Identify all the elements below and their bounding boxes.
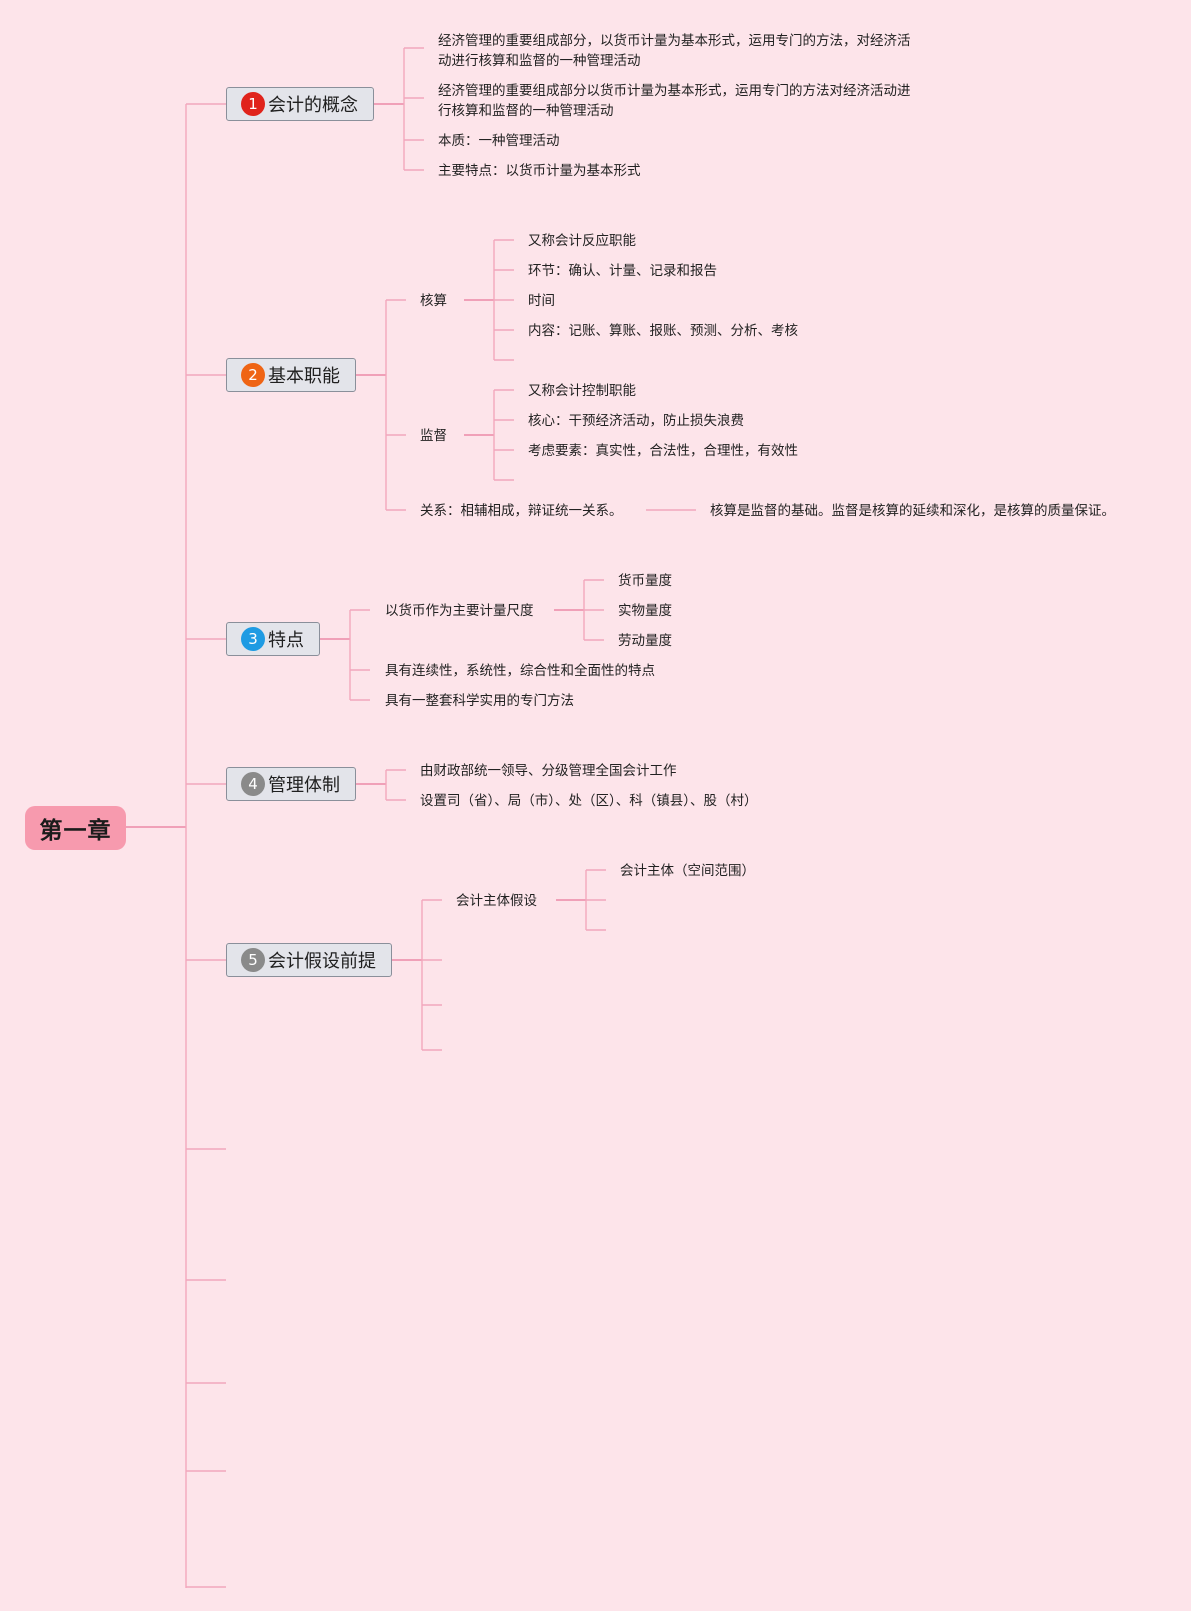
topic-label: 基本职能 xyxy=(268,366,340,387)
entity-assumption-node[interactable]: 会计主体假设 xyxy=(456,893,537,909)
accounting-item[interactable]: 又称会计反应职能 xyxy=(528,233,636,249)
measure-item[interactable]: 货币量度 xyxy=(618,573,672,589)
relation-detail[interactable]: 核算是监督的基础。监督是核算的延续和深化，是核算的质量保证。 xyxy=(710,503,1115,519)
concept-definition-line-2: 动进行核算和监督的一种管理活动 xyxy=(438,53,641,69)
number-5-badge-icon: 5 xyxy=(241,948,265,972)
number-1-badge-icon: 1 xyxy=(241,92,265,116)
management-item[interactable]: 设置司（省）、局（市）、处（区）、科（镇县）、股（村） xyxy=(420,793,758,809)
number-3-badge-icon: 3 xyxy=(241,627,265,651)
measure-node[interactable]: 以货币作为主要计量尺度 xyxy=(385,603,534,619)
topic-management-system[interactable]: 4 管理体制 xyxy=(226,767,356,801)
supervision-item[interactable]: 又称会计控制职能 xyxy=(528,383,636,399)
topic-label: 管理体制 xyxy=(268,775,340,796)
management-item[interactable]: 由财政部统一领导、分级管理全国会计工作 xyxy=(420,763,677,779)
concept-essence[interactable]: 本质：一种管理活动 xyxy=(438,133,560,149)
number-4-badge-icon: 4 xyxy=(241,772,265,796)
characteristic-item[interactable]: 具有连续性，系统性，综合性和全面性的特点 xyxy=(385,663,655,679)
root-topic[interactable]: 第一章 xyxy=(25,806,126,850)
measure-item[interactable]: 劳动量度 xyxy=(618,633,672,649)
concept-definition-alt-line-1[interactable]: 经济管理的重要组成部分以货币计量为基本形式，运用专门的方法对经济活动进 xyxy=(438,83,911,99)
supervision-item[interactable]: 考虑要素：真实性，合法性，合理性，有效性 xyxy=(528,443,798,459)
topic-label: 会计假设前提 xyxy=(268,951,376,972)
topic-basic-functions[interactable]: 2 基本职能 xyxy=(226,358,356,392)
concept-main-feature[interactable]: 主要特点：以货币计量为基本形式 xyxy=(438,163,641,179)
number-2-badge-icon: 2 xyxy=(241,363,265,387)
topic-label: 特点 xyxy=(268,630,304,651)
measure-item[interactable]: 实物量度 xyxy=(618,603,672,619)
supervision-item[interactable]: 核心：干预经济活动，防止损失浪费 xyxy=(528,413,744,429)
topic-characteristics[interactable]: 3 特点 xyxy=(226,622,320,656)
concept-definition-alt-line-2: 行核算和监督的一种管理活动 xyxy=(438,103,614,119)
accounting-item[interactable]: 环节：确认、计量、记录和报告 xyxy=(528,263,717,279)
accounting-item[interactable]: 内容：记账、算账、报账、预测、分析、考核 xyxy=(528,323,798,339)
characteristic-item[interactable]: 具有一整套科学实用的专门方法 xyxy=(385,693,574,709)
topic-accounting-concept[interactable]: 1 会计的概念 xyxy=(226,87,374,121)
supervision-node[interactable]: 监督 xyxy=(420,428,447,444)
relation-node[interactable]: 关系：相辅相成，辩证统一关系。 xyxy=(420,503,623,519)
topic-accounting-assumptions[interactable]: 5 会计假设前提 xyxy=(226,943,392,977)
accounting-item[interactable]: 时间 xyxy=(528,293,555,309)
entity-item[interactable]: 会计主体（空间范围） xyxy=(620,863,755,879)
accounting-node[interactable]: 核算 xyxy=(420,293,447,309)
topic-label: 会计的概念 xyxy=(268,95,358,116)
concept-definition-line-1[interactable]: 经济管理的重要组成部分，以货币计量为基本形式，运用专门的方法，对经济活 xyxy=(438,33,911,49)
